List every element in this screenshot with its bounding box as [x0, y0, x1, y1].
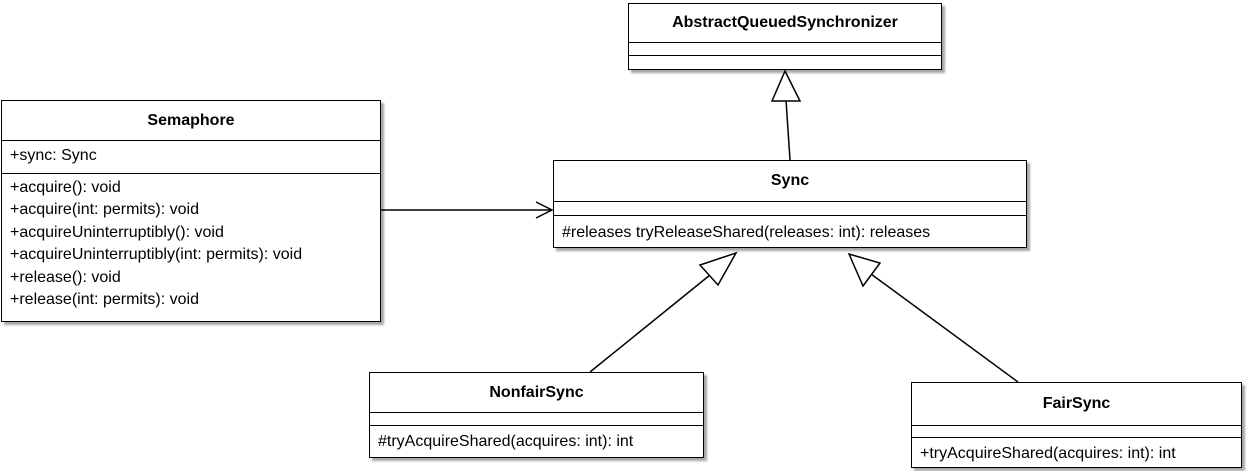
attributes-compartment — [629, 42, 941, 55]
nonfair-extends-sync-line — [589, 274, 711, 373]
attributes-compartment — [370, 412, 703, 425]
operation-row: +acquireUninterruptibly(): void — [10, 223, 224, 241]
operations-compartment: #releases tryReleaseShared(releases: int… — [554, 215, 1026, 245]
attributes-compartment: +sync: Sync — [2, 140, 380, 173]
attribute-row: +sync: Sync — [10, 147, 97, 164]
class-sync: Sync #releases tryReleaseShared(releases… — [553, 160, 1027, 248]
operations-compartment: #tryAcquireShared(acquires: int): int — [370, 425, 703, 454]
operation-row: #releases tryReleaseShared(releases: int… — [562, 224, 931, 241]
class-name: Semaphore — [147, 111, 235, 129]
operation-row: +acquireUninterruptibly(int: permits): v… — [10, 246, 303, 263]
operation-row: +tryAcquireShared(acquires: int): int — [920, 445, 1176, 462]
operation-row: #tryAcquireShared(acquires: int): int — [378, 433, 634, 450]
class-semaphore: Semaphore +sync: Sync +acquire(): void +… — [1, 100, 381, 322]
sync-extends-aqs-arrowhead — [770, 69, 802, 102]
operations-compartment: +acquire(): void +acquire(int: permits):… — [2, 172, 380, 312]
attributes-compartment — [912, 425, 1241, 437]
attributes-compartment — [554, 201, 1026, 215]
operation-row: +release(): void — [10, 268, 121, 286]
semaphore-sync-association-arrowhead — [535, 201, 554, 219]
class-name: AbstractQueuedSynchronizer — [672, 14, 898, 31]
class-nonfair-sync: NonfairSync #tryAcquireShared(acquires: … — [369, 372, 704, 458]
sync-extends-aqs-line — [785, 99, 791, 161]
class-fair-sync: FairSync +tryAcquireShared(acquires: int… — [911, 382, 1242, 468]
operations-compartment — [629, 55, 941, 68]
operations-compartment: +tryAcquireShared(acquires: int): int — [912, 437, 1241, 466]
class-abstract-queued-synchronizer: AbstractQueuedSynchronizer — [628, 3, 942, 70]
fair-extends-sync-arrowhead — [847, 252, 882, 288]
class-name: NonfairSync — [489, 383, 584, 401]
class-name: FairSync — [1042, 395, 1111, 412]
operation-row: +acquire(): void — [10, 178, 121, 196]
class-name: Sync — [770, 172, 810, 189]
nonfair-extends-sync-arrowhead — [698, 251, 738, 287]
operation-row: +release(int: permits): void — [10, 291, 199, 308]
fair-extends-sync-line — [870, 273, 1019, 383]
operation-row: +acquire(int: permits): void — [10, 201, 199, 218]
